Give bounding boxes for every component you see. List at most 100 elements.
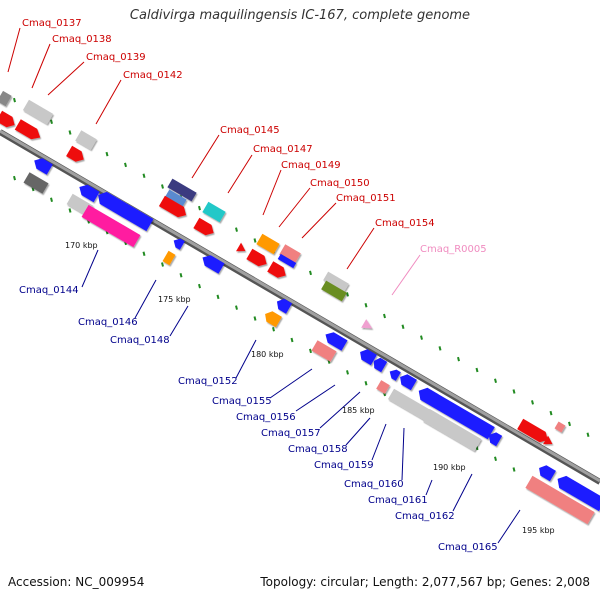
gene-feature-rev-n xyxy=(360,349,377,366)
scale-tick-mark xyxy=(438,346,442,351)
gene-feature-rev-j xyxy=(276,298,293,314)
scale-tick-mark xyxy=(383,313,386,319)
gene-feature-rev-r xyxy=(376,380,390,394)
gene-feature-rev-o xyxy=(373,357,388,373)
scale-tick-mark xyxy=(161,184,164,189)
scale-tick-mark xyxy=(198,205,201,211)
gene-label-cmaq-0158: Cmaq_0158 xyxy=(288,444,348,455)
scale-tick-mark xyxy=(161,262,164,267)
scale-tick-mark xyxy=(457,356,460,362)
gene-feature-0147 xyxy=(202,201,226,223)
scale-tick-mark xyxy=(253,238,257,243)
gene-feature-rev-b xyxy=(23,172,49,194)
forward-gene-labels: Cmaq_0137 Cmaq_0138 Cmaq_0139 Cmaq_0142 … xyxy=(22,18,435,229)
gene-feature-0154b xyxy=(321,280,347,302)
gene-label-cmaq-0165: Cmaq_0165 xyxy=(438,542,498,553)
gene-label-cmaq-0157: Cmaq_0157 xyxy=(261,428,321,439)
scale-tick-mark xyxy=(142,251,146,256)
scale-tick-mark xyxy=(364,380,368,386)
gene-feature-upper-right-a xyxy=(517,418,548,443)
scale-tick-mark xyxy=(124,162,127,168)
tick-label-180kbp: 180 kbp xyxy=(251,350,284,359)
gene-feature-rev-t xyxy=(387,388,433,422)
gene-feature-0154a xyxy=(323,271,349,293)
scale-tick-mark xyxy=(13,97,16,103)
gene-label-cmaq-0160: Cmaq_0160 xyxy=(344,479,404,490)
gene-label-cmaq-0156: Cmaq_0156 xyxy=(236,412,296,423)
genome-summary-text: Topology: circular; Length: 2,077,567 bp… xyxy=(260,575,590,589)
tick-label-170kbp: 170 kbp xyxy=(65,241,98,250)
scale-tick-mark xyxy=(50,197,53,202)
gene-feature-rev-v xyxy=(488,432,503,447)
gene-feature-0142 xyxy=(75,130,97,150)
gene-feature-0138 xyxy=(22,99,54,125)
gene-feature-0147b xyxy=(193,217,214,236)
gene-label-cmaq-0138: Cmaq_0138 xyxy=(52,34,112,45)
figure-title: Caldivirga maquilingensis IC-167, comple… xyxy=(129,8,471,23)
scale-tick-mark xyxy=(235,227,238,232)
gene-feature-rev-k xyxy=(265,311,282,328)
gene-feature-rev-a xyxy=(34,158,53,175)
gene-feature-0150b xyxy=(277,253,297,269)
scale-tick-mark xyxy=(309,348,312,354)
gene-feature-rev-x xyxy=(557,475,600,512)
scale-tick-mark xyxy=(568,421,571,427)
gene-feature-rev-l xyxy=(325,332,348,351)
scale-tick-mark xyxy=(253,316,257,321)
tick-label-185kbp: 185 kbp xyxy=(342,406,375,415)
rna-gene-labels: Cmaq_R0005 xyxy=(420,244,487,255)
accession-text: Accession: NC_009954 xyxy=(8,575,145,589)
scale-tick-mark xyxy=(105,151,109,157)
gene-feature-0149c xyxy=(246,248,267,267)
rna-leader-lines xyxy=(391,254,421,296)
gene-feature-0139b xyxy=(14,119,41,140)
gene-feature-0145c xyxy=(158,195,187,218)
gene-feature-rev-y xyxy=(525,475,595,525)
scale-tick-mark xyxy=(494,456,497,461)
scale-tick-mark xyxy=(272,327,275,332)
scale-tick-mark xyxy=(586,432,590,437)
gene-feature-rev-s xyxy=(418,387,495,440)
scale-tick-mark xyxy=(68,130,72,135)
gene-feature-rev-i xyxy=(202,255,225,274)
gene-feature-rev-d xyxy=(98,191,154,232)
scale-tick-mark xyxy=(401,324,405,330)
gene-feature-rev-m xyxy=(311,340,337,362)
gene-feature-rev-c xyxy=(79,184,100,203)
gene-feature-0149b xyxy=(256,233,280,255)
scale-tick-mark xyxy=(13,175,16,181)
scale-tick-mark xyxy=(475,367,479,373)
gene-feature-upper-right-b xyxy=(543,435,553,445)
gene-label-cmaq-0144: Cmaq_0144 xyxy=(19,285,79,296)
gene-label-cmaq-0159: Cmaq_0159 xyxy=(314,460,374,471)
scale-tick-mark xyxy=(142,173,146,178)
gene-label-cmaq-0137: Cmaq_0137 xyxy=(22,18,82,29)
gene-label-cmaq-0145: Cmaq_0145 xyxy=(220,125,280,136)
gene-feature-r0005 xyxy=(361,319,373,329)
gene-feature-0145a xyxy=(167,178,197,202)
scale-tick-labels: 170 kbp 175 kbp 180 kbp 185 kbp 190 kbp … xyxy=(65,241,555,535)
gene-label-cmaq-0150: Cmaq_0150 xyxy=(310,178,370,189)
scale-tick-mark xyxy=(346,292,349,297)
gene-feature-rev-h xyxy=(162,250,176,266)
scale-tick-mark xyxy=(68,208,72,213)
gene-feature-rev-q xyxy=(400,374,417,391)
gene-feature-rev-f xyxy=(81,204,141,248)
gene-label-cmaq-0161: Cmaq_0161 xyxy=(368,495,428,506)
reverse-gene-labels: Cmaq_0144 Cmaq_0146 Cmaq_0148 Cmaq_0152 … xyxy=(19,285,498,553)
scale-tick-mark xyxy=(290,337,294,343)
scale-tick-mark xyxy=(50,119,53,124)
gene-feature-upper-right-c xyxy=(554,421,566,433)
scale-tick-mark xyxy=(494,378,497,383)
gene-label-cmaq-0148: Cmaq_0148 xyxy=(110,335,170,346)
gene-label-cmaq-0155: Cmaq_0155 xyxy=(212,396,272,407)
gene-feature-rev-u xyxy=(422,408,482,452)
gene-label-cmaq-0139: Cmaq_0139 xyxy=(86,52,146,63)
gene-label-cmaq-0149: Cmaq_0149 xyxy=(281,160,341,171)
tick-label-190kbp: 190 kbp xyxy=(433,463,466,472)
scale-tick-mark xyxy=(364,302,368,308)
scale-tick-mark xyxy=(309,270,312,276)
scale-tick-mark xyxy=(531,400,534,405)
gene-label-cmaq-0152: Cmaq_0152 xyxy=(178,376,238,387)
